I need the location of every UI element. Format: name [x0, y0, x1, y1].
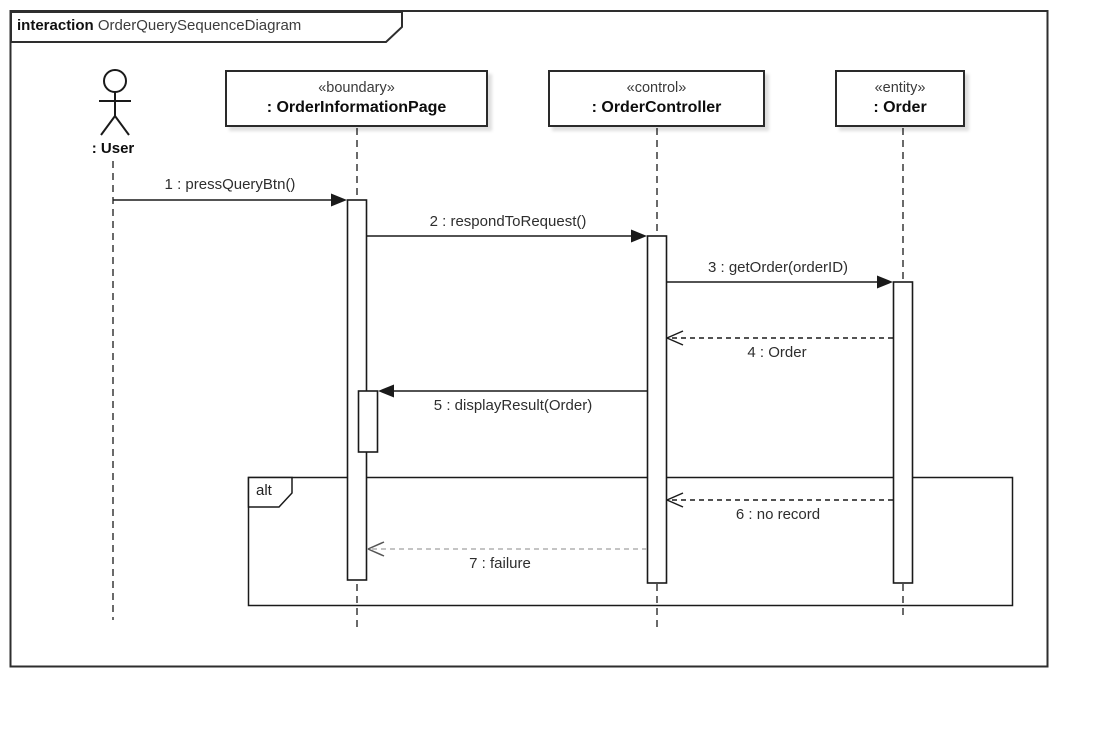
- message-1-label: 1 : pressQueryBtn(): [164, 176, 296, 193]
- message-2-label: 2 : respondToRequest(): [429, 213, 587, 230]
- message-7-arrow: [367, 541, 647, 557]
- message-6-arrow: [666, 492, 893, 508]
- activation-order-controller: [646, 235, 668, 584]
- message-4-arrow: [666, 330, 893, 346]
- activation-order: [892, 281, 914, 584]
- lifeline-name: : Order: [873, 98, 927, 116]
- actor-figure-icon: [99, 69, 131, 136]
- lifeline-head-order: «entity» : Order: [835, 70, 965, 127]
- lifeline-head-order-controller: «control» : OrderController: [548, 70, 765, 127]
- stereotype-entity: «entity»: [874, 79, 926, 96]
- stereotype-boundary: «boundary»: [318, 79, 395, 96]
- message-7-label: 7 : failure: [469, 555, 531, 572]
- message-3-label: 3 : getOrder(orderID): [707, 259, 849, 276]
- message-4-label: 4 : Order: [747, 344, 807, 361]
- message-1-arrow: [113, 193, 347, 207]
- alt-fragment-border: [247, 476, 1014, 607]
- frame-title-tab: [10, 11, 403, 43]
- lifeline-head-order-information-page: «boundary» : OrderInformationPage: [225, 70, 488, 127]
- frame-title: interaction OrderQuerySequenceDiagram: [17, 17, 301, 34]
- stereotype-control: «control»: [626, 79, 687, 96]
- lifeline-name: : OrderController: [591, 98, 722, 116]
- message-6-label: 6 : no record: [735, 506, 821, 523]
- alt-operator-pentagon: [247, 476, 293, 508]
- frame-title-keyword: interaction: [17, 17, 94, 34]
- activation-order-information-page: [346, 199, 368, 581]
- actor-label: : User: [91, 140, 135, 157]
- message-5-label: 5 : displayResult(Order): [433, 397, 593, 414]
- message-5-arrow: [378, 384, 647, 398]
- activation-order-information-page-nested: [357, 390, 379, 453]
- frame-title-name: OrderQuerySequenceDiagram: [97, 17, 302, 34]
- lifeline-name: : OrderInformationPage: [266, 98, 447, 116]
- interaction-frame-border: [9, 10, 1049, 668]
- alt-operator-label: alt: [256, 482, 272, 499]
- message-3-arrow: [667, 275, 893, 289]
- message-2-arrow: [367, 229, 647, 243]
